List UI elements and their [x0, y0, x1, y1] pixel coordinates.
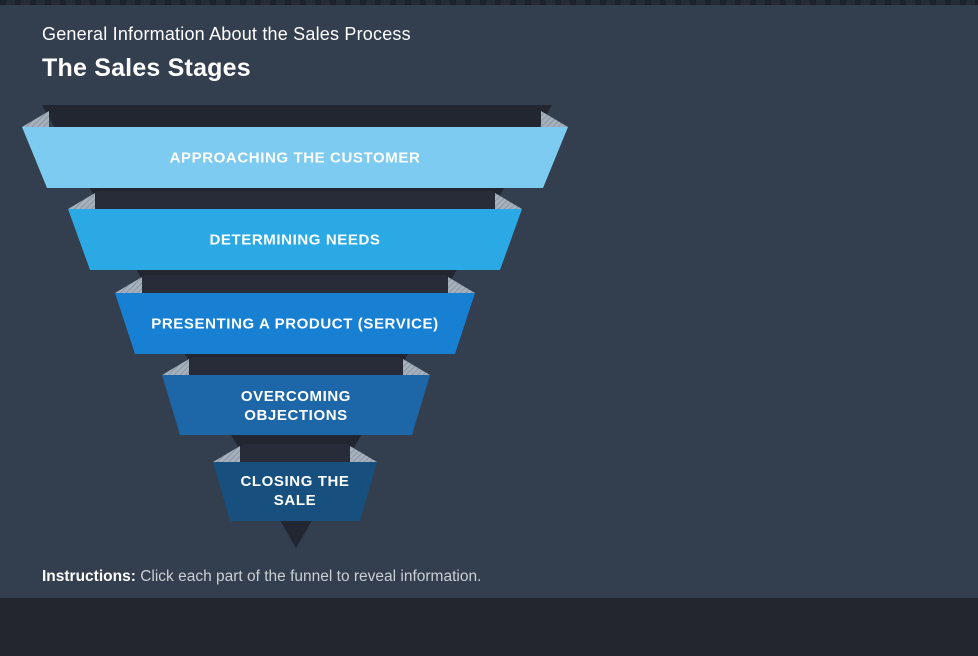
instructions-body: Click each part of the funnel to reveal …	[140, 568, 482, 585]
funnel-stage-presenting-a-product[interactable]	[115, 293, 475, 354]
funnel-stage-closing-the-sale[interactable]	[213, 462, 377, 521]
page-title: The Sales Stages	[42, 54, 251, 82]
funnel-stage-determining-needs[interactable]	[68, 209, 522, 270]
slide-header: General Information About the Sales Proc…	[42, 22, 411, 84]
funnel-stage-overcoming-objections[interactable]	[162, 375, 430, 435]
player-bar: 5/57	[0, 598, 978, 656]
instructions-text: Instructions: Click each part of the fun…	[42, 568, 481, 586]
instructions-label: Instructions:	[42, 568, 136, 585]
funnel-stage-approaching-the-customer[interactable]	[22, 127, 568, 188]
funnel-backings	[80, 191, 510, 462]
slide-subtitle: General Information About the Sales Proc…	[42, 24, 411, 44]
seekbar-strip[interactable]	[0, 0, 978, 5]
ribbon-folds	[22, 111, 568, 462]
